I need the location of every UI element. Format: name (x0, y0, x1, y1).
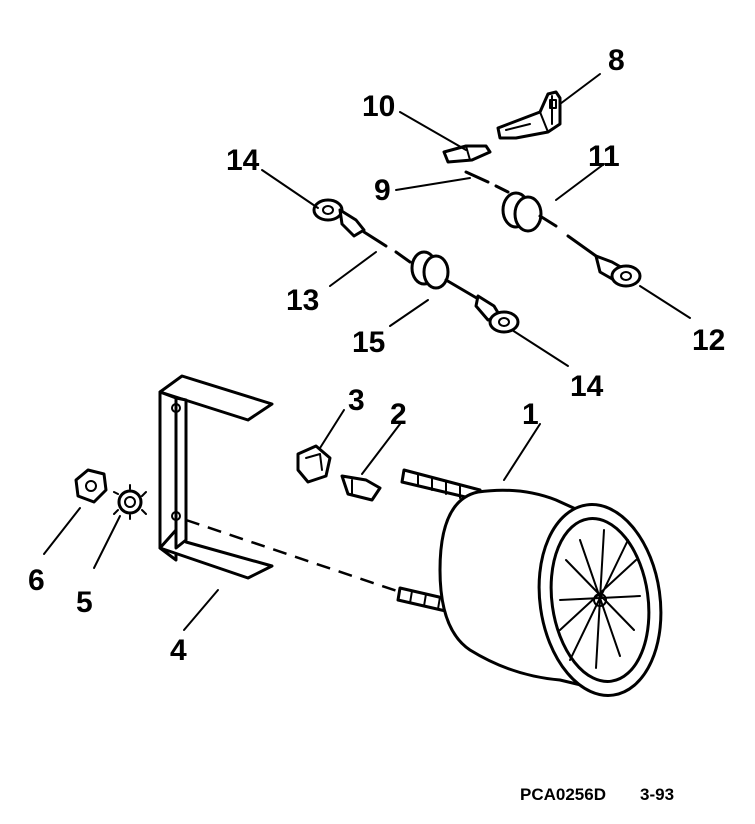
callout-2: 2 (390, 398, 407, 431)
callout-1: 1 (522, 398, 539, 431)
callout-12: 12 (692, 324, 725, 357)
part-1-gauge (185, 468, 663, 697)
part-14-ring-terminal-lower (474, 294, 520, 334)
callout-3: 3 (348, 384, 365, 417)
part-2-bulb (340, 474, 382, 502)
part-12-ring-terminal (594, 254, 642, 288)
part-13-wire (362, 230, 412, 264)
callout-14-lower: 14 (570, 370, 604, 403)
callout-5: 5 (76, 586, 93, 619)
part-10-connector (442, 144, 492, 164)
part-15-boot (410, 250, 482, 302)
callout-6: 6 (28, 564, 45, 597)
part-6-nut (74, 468, 108, 504)
figure-code: PCA0256D (520, 785, 606, 804)
callout-11: 11 (588, 140, 620, 173)
part-11-boot (501, 191, 598, 258)
part-14-ring-terminal-upper (312, 198, 366, 238)
callout-10: 10 (362, 90, 395, 123)
figure-date: 3-93 (640, 785, 674, 804)
callout-4: 4 (170, 634, 187, 667)
leader-lines (43, 73, 691, 631)
callout-14-upper: 14 (226, 144, 260, 177)
part-8-terminal-bracket (496, 90, 562, 140)
part-5-lock-washer (113, 484, 147, 520)
part-3-bulb-socket (296, 444, 332, 484)
callout-8: 8 (608, 44, 625, 77)
callout-13: 13 (286, 284, 319, 317)
part-9-wire (464, 170, 510, 194)
part-4-mounting-bracket (158, 374, 274, 580)
callout-9: 9 (374, 174, 391, 207)
callout-15: 15 (352, 326, 385, 359)
